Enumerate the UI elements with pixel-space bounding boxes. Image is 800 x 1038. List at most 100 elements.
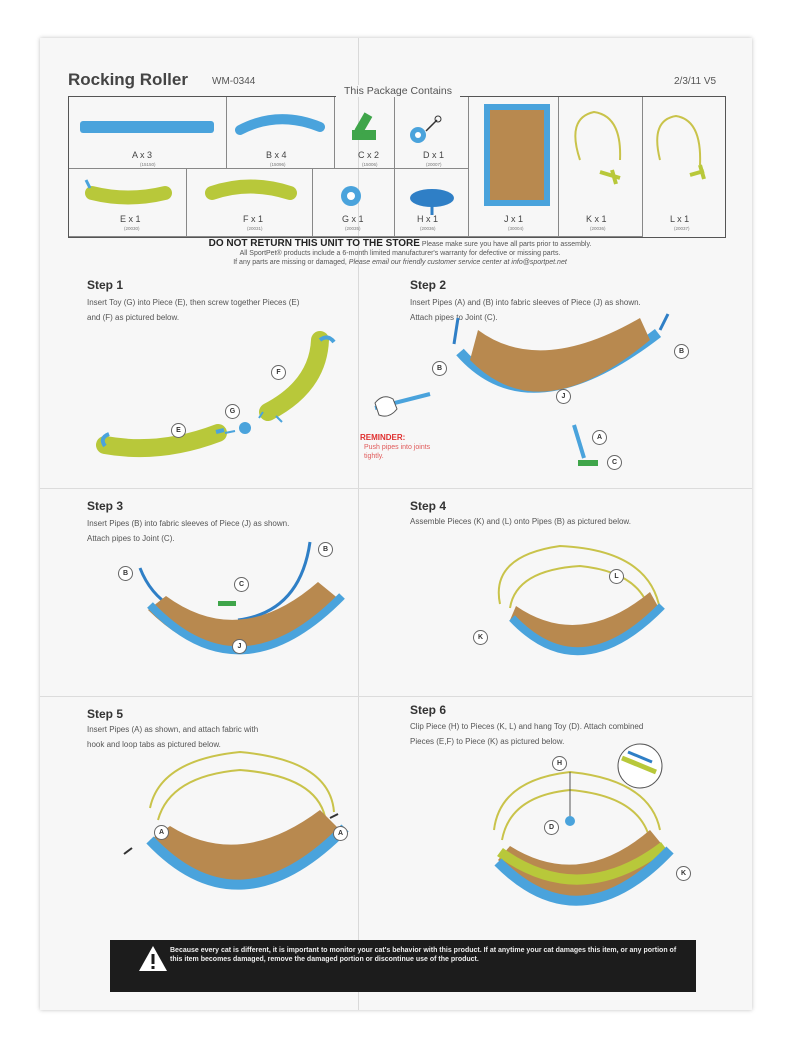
fold-line-2 [40,696,752,697]
step1-piece-f-hook [318,335,336,344]
pipe-a-icon [80,121,214,133]
step1-piece-e-hook [100,432,110,448]
part-label-c: C x 2 [358,150,380,160]
piece-k-clip-icon [599,169,621,185]
notice-line3: If any parts are missing or damaged, [233,259,347,266]
step2-title: Step 2 [410,278,447,292]
step4-sleeve [509,603,665,656]
page-title: Rocking Roller [68,70,188,89]
step2-text: Insert Pipes (A) and (B) into fabric sle… [410,295,641,325]
joint-c-icon [352,112,376,140]
part-label-a: A x 3 [132,150,153,160]
step6-pieces-ef [497,842,668,885]
callout-b-step3-right: B [318,542,333,557]
part-cell-e [69,169,187,237]
step6-line1: Clip Piece (H) to Pieces (K, L) and hang… [410,722,644,731]
fold-line-1 [40,488,752,489]
toy-g-icon [341,186,361,206]
step5-fabric [150,810,340,883]
step6-text: Clip Piece (H) to Pieces (K, L) and hang… [410,719,643,749]
part-label-k: K x 1 [586,214,607,224]
fold-line-vertical [358,38,359,1010]
step4-text: Assemble Pieces (K) and (L) onto Pipes (… [410,514,631,529]
step2-pipe-b-left [452,317,460,345]
step4-piece-k [497,544,661,611]
piece-h-icon [410,189,454,215]
step3-text: Insert Pipes (B) into fabric sleeves of … [87,516,289,546]
part-code-j: (30004) [508,226,524,231]
revision-date: 2/3/11 V5 [674,76,717,87]
step1-title: Step 1 [87,278,124,292]
model-number: WM-0344 [212,76,256,87]
reminder-title: REMINDER: [360,433,406,442]
step5-line2: hook and loop tabs as pictured below. [87,740,221,749]
callout-b-step2-right: B [674,344,689,359]
reminder-hand-icon [374,392,431,417]
piece-e-icon [85,186,172,205]
step5-piece-l [157,768,327,823]
callout-k-step4: K [473,630,488,645]
callout-j-step2: J [556,389,571,404]
part-cell-b [227,97,335,169]
part-code-l: (20037) [674,226,690,231]
part-code-g: (20035) [345,226,361,231]
step5-arrow-right [329,813,339,819]
step1-text: Insert Toy (G) into Piece (E), then scre… [87,295,299,325]
callout-c-step3: C [234,577,249,592]
part-label-f: F x 1 [243,214,264,224]
piece-l-icon [656,114,702,166]
step5-piece-k [149,750,335,813]
step6-detail-h [627,750,653,764]
piece-e-hook-icon [84,179,92,189]
parts-illustrations [80,104,706,215]
step5-title: Step 5 [87,707,124,721]
step3-title: Step 3 [87,499,124,513]
step5-text: Insert Pipes (A) as shown, and attach fa… [87,722,258,752]
package-title: This Package Contains [336,85,460,97]
toy-d-icon [410,115,442,143]
part-label-d: D x 1 [423,150,445,160]
part-code-e: (20030) [124,226,140,231]
part-label-g: G x 1 [342,214,364,224]
part-cell-a [69,97,227,169]
step6-line2: Pieces (E,F) to Piece (K) as pictured be… [410,737,565,746]
step1-piece-f [259,331,329,421]
part-cell-c [335,97,395,169]
part-code-f: (20031) [247,226,263,231]
callout-k-step6: K [676,866,691,881]
step4-title: Step 4 [410,499,447,513]
part-cell-d [395,97,469,169]
callout-g-step1: G [225,404,240,419]
step2-pipe-b-right [658,313,670,331]
part-code-d: (20007) [426,162,442,167]
piece-k-icon [574,110,622,161]
step1-piece-e [96,424,227,458]
reminder-text: Push pipes into joints tightly. [364,444,431,460]
step2-joint-c [578,460,598,466]
callout-e-step1: E [171,423,186,438]
notice-heading: DO NOT RETURN THIS UNIT TO THE STORE [208,238,420,249]
step6-title: Step 6 [410,703,447,717]
step3-line1: Insert Pipes (B) into fabric sleeves of … [87,519,290,528]
piece-f-icon [205,179,297,200]
step2-line2: Attach pipes to Joint (C). [410,313,498,322]
piece-l-clip-icon [689,164,706,180]
step4-piece-l [509,564,651,613]
step1-toy-g [239,422,251,434]
callout-l-step4: L [609,569,624,584]
return-notice: DO NOT RETURN THIS UNIT TO THE STORE Ple… [0,239,800,267]
part-label-b: B x 4 [266,150,287,160]
part-label-j: J x 1 [504,214,524,224]
callout-a-step2: A [592,430,607,445]
step1-arrow-e [224,430,236,434]
safety-banner-text: Because every cat is different, it is im… [170,947,677,963]
step3-line2: Attach pipes to Joint (C). [87,534,175,543]
part-cell-h [395,169,469,237]
part-code-k: (20036) [590,226,606,231]
warning-icon [139,946,167,971]
part-cell-j [469,97,559,237]
step3-joint-c [218,601,236,606]
callout-f-step1: F [271,365,286,380]
step6-detail-clip [621,755,657,775]
